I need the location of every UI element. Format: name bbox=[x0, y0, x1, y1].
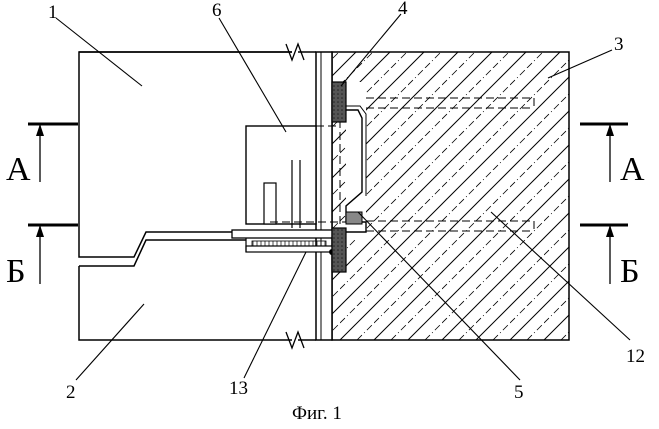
break-mark-bottom bbox=[285, 330, 316, 350]
section-label-b-left: Б bbox=[6, 253, 26, 290]
bracket-profile bbox=[345, 105, 367, 233]
wall-block bbox=[331, 51, 570, 341]
section-marker-a-left bbox=[28, 122, 78, 182]
guide-rail bbox=[231, 229, 335, 255]
leader-lines bbox=[55, 13, 631, 381]
label-3: 3 bbox=[614, 34, 624, 55]
section-label-a-right: А bbox=[620, 151, 645, 188]
section-marker-b-right bbox=[580, 223, 628, 284]
label-12: 12 bbox=[626, 346, 645, 367]
anchor-plate-upper bbox=[331, 81, 347, 123]
panel-upper bbox=[78, 51, 292, 258]
label-4: 4 bbox=[398, 0, 408, 19]
anchor-plate-lower bbox=[331, 227, 347, 273]
panel-lower bbox=[78, 239, 292, 341]
section-label-b-right: Б bbox=[620, 253, 640, 290]
section-label-a-left: А bbox=[6, 151, 31, 188]
facing-strip bbox=[315, 51, 333, 341]
section-marker-b-left bbox=[28, 223, 78, 284]
break-mark-top bbox=[285, 42, 316, 62]
label-5: 5 bbox=[514, 382, 524, 403]
bracket-housing bbox=[245, 125, 317, 228]
section-marker-a-right bbox=[580, 122, 628, 182]
figure-caption: Фиг. 1 bbox=[292, 403, 342, 424]
label-6: 6 bbox=[212, 0, 222, 21]
label-2: 2 bbox=[66, 382, 76, 403]
hidden-lines bbox=[270, 97, 535, 240]
label-1: 1 bbox=[48, 2, 58, 23]
label-13: 13 bbox=[229, 378, 248, 399]
